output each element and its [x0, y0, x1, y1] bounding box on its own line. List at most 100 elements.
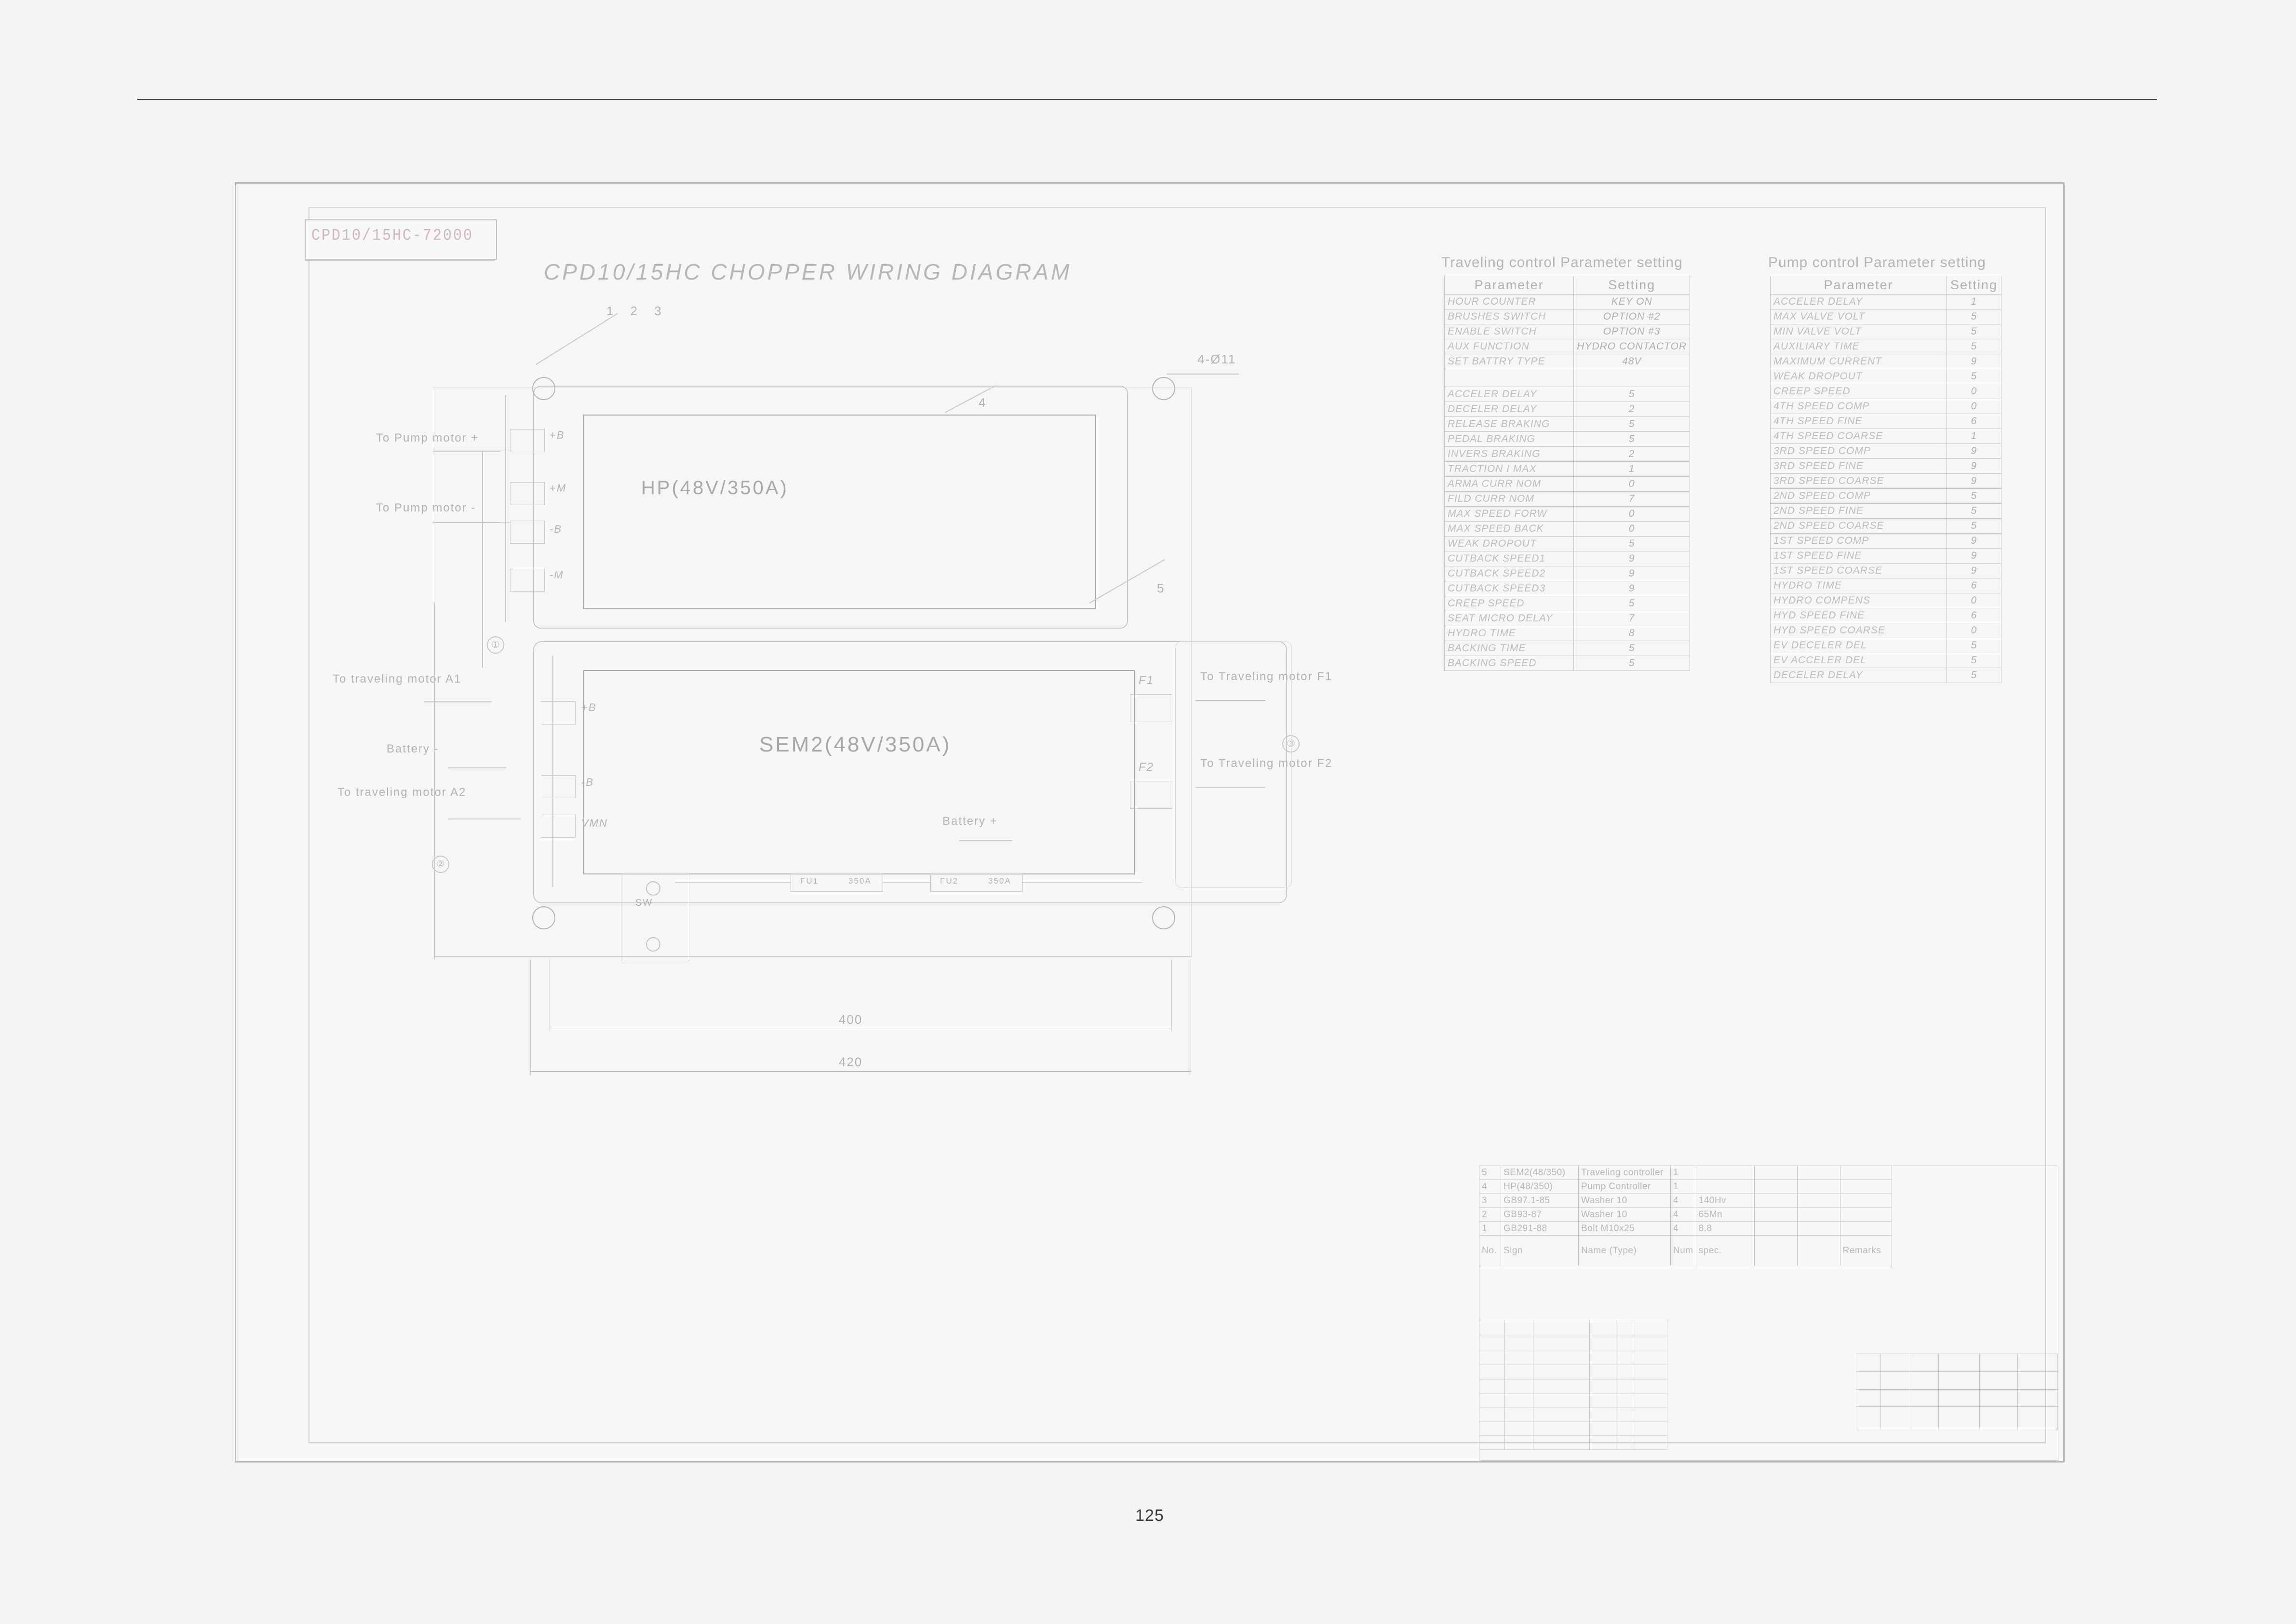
parameter-name: 3RD SPEED FINE — [1770, 458, 1947, 474]
parameter-name: MAXIMUM CURRENT — [1770, 354, 1947, 369]
parameter-value: 6 — [1947, 414, 2001, 429]
leader-pump-minus — [433, 522, 500, 523]
parameter-value: 6 — [1947, 608, 2001, 623]
parameter-value: 5 — [1573, 641, 1690, 656]
hp-body — [583, 415, 1096, 609]
hp-terminal-2 — [510, 482, 545, 505]
sheet-inner-border — [309, 207, 2046, 1443]
fuse-2-rating: 350A — [988, 876, 1011, 886]
parameter-name: MAX SPEED FORW — [1444, 506, 1574, 522]
parameter-value: 0 — [1947, 399, 2001, 414]
title-block-left — [1479, 1320, 1667, 1450]
parameter-value: 5 — [1947, 488, 2001, 504]
parameter-value: 5 — [1947, 309, 2001, 324]
parameter-value: 1 — [1947, 294, 2001, 309]
parameter-name: WEAK DROPOUT — [1770, 369, 1947, 384]
wire-label-pump-motor-minus: To Pump motor - — [376, 501, 476, 514]
column-header: Parameter — [1444, 276, 1574, 295]
title-block-right — [1856, 1354, 2058, 1429]
parameter-name: HOUR COUNTER — [1444, 294, 1574, 309]
parameter-value: 9 — [1573, 566, 1690, 581]
dimension-ext-left-b — [530, 959, 531, 1075]
parameter-value: 0 — [1947, 593, 2001, 608]
parameter-value: 5 — [1947, 653, 2001, 668]
hp-terminal-1 — [510, 429, 545, 452]
leader-battery-minus — [448, 767, 506, 768]
drawing-code-label: CPD10/15HC-72000 — [311, 227, 474, 246]
parameter-name: SET BATTRY TYPE — [1444, 354, 1574, 369]
parameter-value: 9 — [1573, 551, 1690, 566]
title-area-frame — [1479, 1166, 2058, 1461]
parameter-value: 5 — [1573, 387, 1690, 402]
parameter-name: CUTBACK SPEED2 — [1444, 566, 1574, 581]
sem2-terminal-centerline — [552, 656, 553, 887]
wire-label-battery-minus: Battery - — [387, 742, 439, 755]
bom-header-cell: Sign — [1501, 1235, 1579, 1266]
parameter-value: 1 — [1947, 429, 2001, 444]
right-plate-contour — [1175, 641, 1292, 888]
parameter-name: CUTBACK SPEED3 — [1444, 581, 1574, 596]
parameter-name: EV DECELER DEL — [1770, 638, 1947, 653]
leader-pump-plus — [433, 451, 500, 452]
callout-circle-2: ② — [432, 856, 449, 873]
parameter-value: OPTION #3 — [1573, 324, 1690, 339]
callout-holes: 4-Ø11 — [1197, 352, 1236, 366]
wire-bundle-left — [482, 451, 483, 668]
parameter-value: OPTION #2 — [1573, 309, 1690, 324]
wire-label-battery-plus: Battery + — [942, 815, 998, 828]
parameter-name: HYDRO TIME — [1770, 578, 1947, 593]
parameter-value: 9 — [1947, 563, 2001, 578]
parameter-value: 5 — [1573, 431, 1690, 447]
sem2-body — [583, 670, 1135, 874]
parameter-value: 9 — [1573, 581, 1690, 596]
hp-terminal-label-minus-b: -B — [550, 523, 562, 535]
bom-header-cell: Remarks — [1839, 1235, 1892, 1266]
mounting-hole-tr — [1152, 377, 1175, 400]
parameter-name: 3RD SPEED COMP — [1770, 443, 1947, 459]
f1-terminal — [1130, 694, 1172, 722]
bom-cell — [1797, 1221, 1840, 1236]
parameter-value: 5 — [1573, 596, 1690, 611]
leader-traveling-f1 — [1195, 700, 1265, 701]
sem2-terminal-plus-b — [541, 701, 576, 725]
bom-cell — [1754, 1166, 1798, 1180]
parameter-name: BACKING TIME — [1444, 641, 1574, 656]
parameter-name: 2ND SPEED COMP — [1770, 488, 1947, 504]
parameter-value: 0 — [1573, 521, 1690, 537]
mounting-hole-br — [1152, 906, 1175, 929]
parameter-value: 0 — [1573, 506, 1690, 522]
switch-terminal-top — [646, 881, 660, 896]
fuse-1-rating: 350A — [848, 876, 872, 886]
hp-label: HP(48V/350A) — [641, 477, 789, 498]
parameter-value: 0 — [1947, 623, 2001, 638]
parameter-value: KEY ON — [1573, 294, 1690, 309]
bom-cell: Washer 10 — [1578, 1194, 1671, 1208]
parameter-value: 5 — [1947, 518, 2001, 534]
parameter-value: HYDRO CONTACTOR — [1573, 339, 1690, 354]
parameter-name: 4TH SPEED COMP — [1770, 399, 1947, 414]
wire-label-traveling-a1: To traveling motor A1 — [333, 672, 462, 685]
parameter-value: 9 — [1947, 354, 2001, 369]
